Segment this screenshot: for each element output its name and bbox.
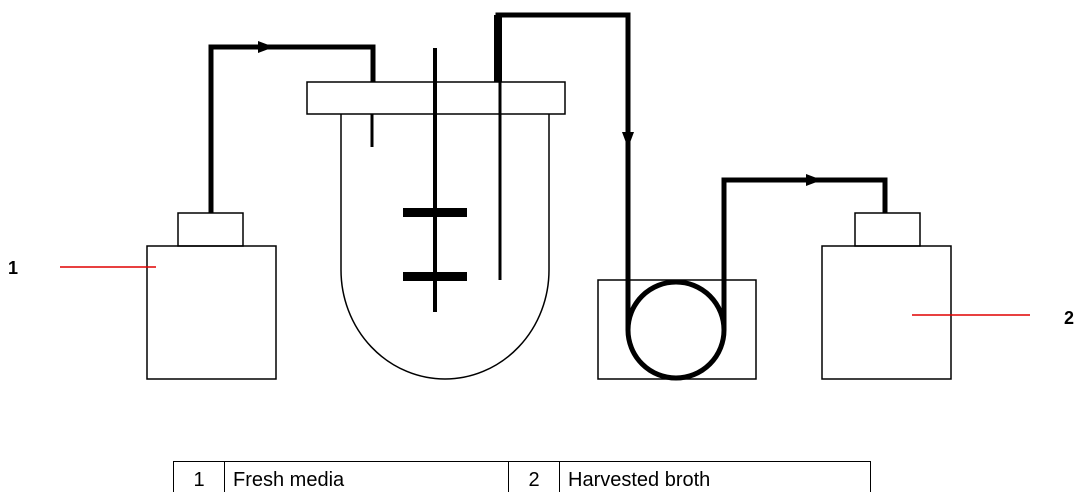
harvest-vessel-body bbox=[822, 246, 951, 379]
bioreactor-vessel bbox=[341, 114, 549, 379]
harvest-vessel bbox=[822, 213, 951, 379]
harvest-tube-junction bbox=[494, 15, 502, 82]
impeller-upper bbox=[403, 208, 467, 217]
feed-vessel-body bbox=[147, 246, 276, 379]
feed-tube bbox=[211, 47, 373, 213]
outlet-flow-arrow bbox=[806, 174, 822, 186]
impeller-lower bbox=[403, 272, 467, 281]
pump-housing bbox=[598, 280, 756, 379]
feed-flow-arrow bbox=[258, 41, 274, 53]
harvest-flow-arrow bbox=[622, 132, 634, 148]
feed-vessel bbox=[147, 213, 276, 379]
bioreactor bbox=[307, 48, 565, 379]
legend-label-2: Harvested broth bbox=[560, 462, 871, 492]
callout-label-2: 2 bbox=[1064, 308, 1074, 329]
callout-label-1: 1 bbox=[8, 258, 18, 279]
harvest-vessel-cap bbox=[855, 213, 920, 246]
legend-number-2: 2 bbox=[509, 462, 560, 492]
legend-number-1: 1 bbox=[174, 462, 225, 492]
pump-rotor bbox=[628, 282, 724, 378]
pump-outlet-tube bbox=[724, 180, 885, 330]
legend-row: 1 Fresh media 2 Harvested broth bbox=[174, 462, 871, 492]
feed-vessel-cap bbox=[178, 213, 243, 246]
legend-table: 1 Fresh media 2 Harvested broth bbox=[173, 461, 871, 492]
legend-label-1: Fresh media bbox=[225, 462, 509, 492]
peristaltic-pump bbox=[598, 150, 756, 379]
